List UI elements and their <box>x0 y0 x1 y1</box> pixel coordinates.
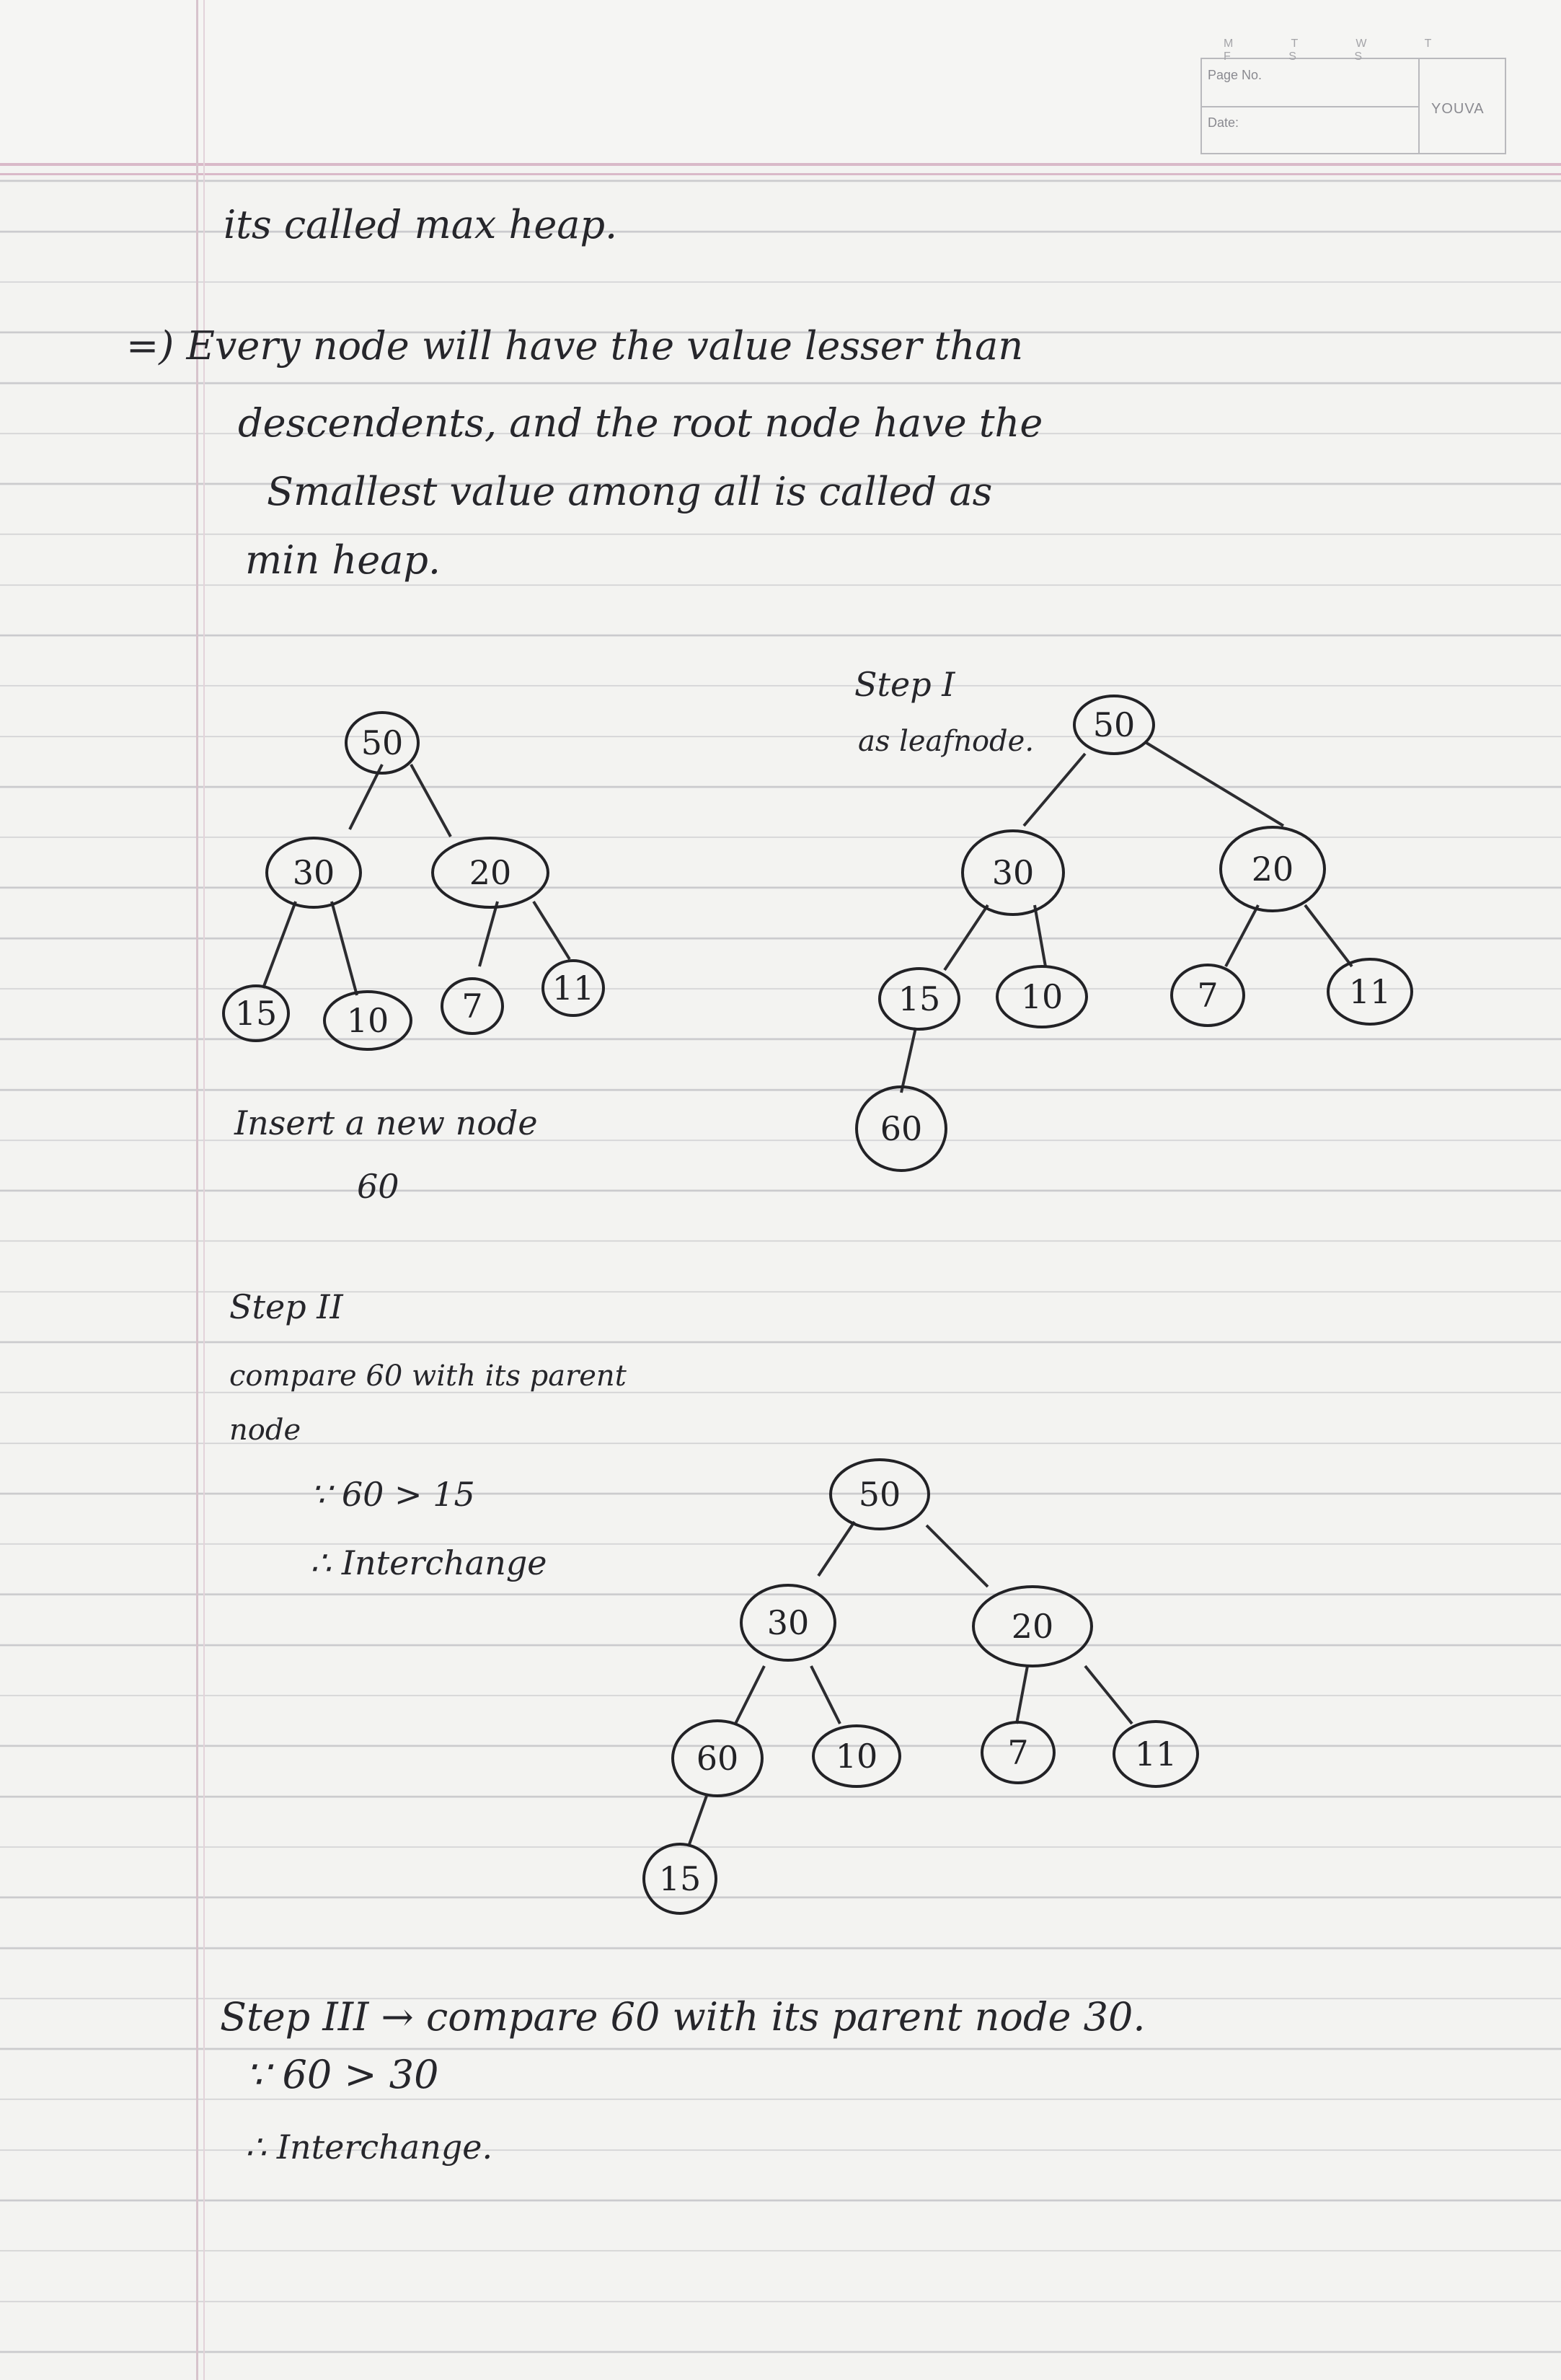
heap-node-label: 15 <box>235 994 278 1033</box>
heap-node-label: 15 <box>659 1859 702 1898</box>
heap-node <box>740 1584 836 1662</box>
heap-node-label: 7 <box>1007 1733 1028 1772</box>
heap-node <box>222 984 290 1042</box>
heap-node <box>1113 1720 1199 1788</box>
step3-line-3: ∴ Interchange. <box>245 2128 493 2167</box>
step1-title: Step I <box>854 665 955 704</box>
heap-node-label: 60 <box>697 1739 739 1778</box>
margin-rule-2 <box>203 0 205 2380</box>
heap-node-label: 20 <box>1012 1607 1054 1646</box>
heap-node <box>441 977 504 1035</box>
date-label: Date: <box>1208 115 1239 130</box>
heap-node <box>1170 964 1245 1027</box>
step2-line-1: compare 60 with its parent <box>229 1359 627 1393</box>
heap-node-label: 10 <box>347 1001 389 1040</box>
heap-node-label: 10 <box>836 1737 878 1776</box>
heap-node <box>996 965 1088 1028</box>
heap-node <box>431 837 549 909</box>
heap-node-label: 11 <box>552 969 595 1008</box>
insert-value: 60 <box>357 1167 399 1206</box>
heap-node-label: 7 <box>461 987 482 1026</box>
heap-node <box>345 711 420 775</box>
page-date-box: M T W T F S S Page No. Date: YOUVA <box>1200 38 1506 154</box>
heap-node <box>878 967 960 1031</box>
heap-node-label: 30 <box>992 853 1035 892</box>
step2-line-2: node <box>229 1414 301 1447</box>
page-no-label: Page No. <box>1208 68 1262 82</box>
step2-line-4: ∴ Interchange <box>310 1543 547 1582</box>
insert-label: Insert a new node <box>234 1103 538 1142</box>
note-line-2: =) Every node will have the value lesser… <box>126 323 1024 369</box>
heap-node <box>671 1719 764 1797</box>
step2-line-3: ∵ 60 > 15 <box>310 1475 475 1514</box>
note-line-5: min heap. <box>245 537 441 583</box>
page-header-band <box>0 0 1561 166</box>
header-rule <box>0 163 1561 166</box>
heap-node <box>981 1721 1056 1784</box>
step3-line-1: Step III → compare 60 with its parent no… <box>220 1994 1146 2040</box>
note-line-1: its called max heap. <box>224 202 618 247</box>
note-line-3: descendents, and the root node have the <box>238 400 1043 446</box>
heap-node-label: 7 <box>1197 976 1218 1015</box>
heap-node <box>323 990 412 1051</box>
heap-node <box>265 837 362 909</box>
heap-node-label: 11 <box>1349 972 1392 1011</box>
note-line-4: Smallest value among all is called as <box>267 469 993 514</box>
heap-node <box>1327 958 1413 1026</box>
heap-node-label: 30 <box>293 853 335 892</box>
heap-node-label: 20 <box>469 853 512 892</box>
heap-node <box>829 1458 930 1530</box>
heap-node-label: 60 <box>880 1109 923 1148</box>
step1-subtitle: as leafnode. <box>858 725 1035 758</box>
heap-node <box>642 1843 717 1915</box>
step3-line-2: ∵ 60 > 30 <box>245 2052 439 2097</box>
heap-node <box>961 829 1065 916</box>
heap-node <box>1073 695 1155 755</box>
margin-rule <box>196 0 198 2380</box>
heap-node <box>855 1085 947 1172</box>
heap-node <box>972 1585 1093 1667</box>
heap-node-label: 30 <box>767 1603 810 1642</box>
heap-node-label: 50 <box>361 723 404 762</box>
heap-node-label: 11 <box>1135 1735 1177 1773</box>
heap-node-label: 50 <box>1093 705 1136 744</box>
brand-label: YOUVA <box>1431 101 1485 117</box>
heap-node-label: 15 <box>898 979 941 1018</box>
heap-node-label: 50 <box>859 1475 901 1514</box>
heap-node-label: 10 <box>1021 977 1063 1016</box>
heap-node <box>1219 826 1326 912</box>
weekday-letters: M T W T F S S <box>1224 38 1459 63</box>
heap-node <box>812 1724 901 1788</box>
heap-node-label: 20 <box>1252 850 1294 889</box>
heap-node <box>541 959 605 1017</box>
header-rule-2 <box>0 173 1561 175</box>
step2-title: Step II <box>229 1287 343 1326</box>
